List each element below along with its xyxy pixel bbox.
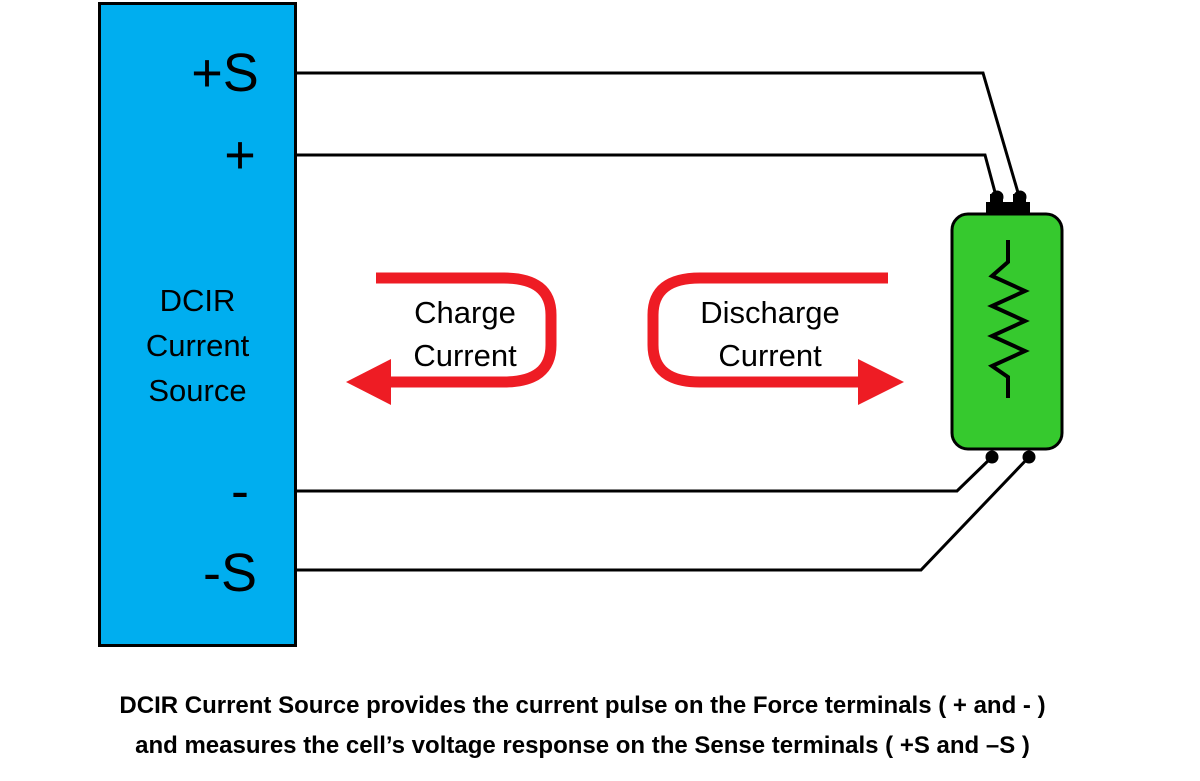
wire-plus-sense: [297, 71, 1021, 197]
terminal-label-plus-force: +: [224, 125, 256, 185]
discharge-label-line1: Discharge: [700, 295, 840, 330]
wire-plus-force: [297, 153, 998, 197]
source-name-line2: Current: [145, 328, 250, 363]
connection-dot-bottom-right: [1022, 450, 1036, 464]
wire-minus-sense: [297, 455, 1031, 572]
dcir-source-box: [98, 2, 297, 647]
charge-label-line1: Charge: [414, 295, 516, 330]
wire-minus-force: [297, 455, 994, 493]
caption-line1: DCIR Current Source provides the current…: [119, 692, 1046, 719]
charge-label-line2: Current: [413, 338, 517, 373]
charge-current-label: Charge Current: [375, 291, 555, 377]
caption-line2: and measures the cell’s voltage response…: [135, 732, 1030, 759]
discharge-arrowhead-right-icon: [858, 359, 904, 405]
terminal-label-minus-sense: -S: [203, 543, 257, 603]
source-name-line1: DCIR: [159, 283, 236, 318]
resistor-icon: [987, 240, 1030, 398]
discharge-current-label: Discharge Current: [665, 291, 875, 377]
terminal-label-minus-force: -: [231, 461, 249, 521]
charge-arrowhead-left-icon: [346, 359, 391, 405]
discharge-label-line2: Current: [718, 338, 822, 373]
cell-body: [950, 212, 1064, 451]
cell-terminal-cap: [986, 202, 1030, 214]
connection-dot-top-right: [1013, 190, 1027, 204]
connection-dot-bottom-left: [985, 450, 999, 464]
terminal-label-plus-sense: +S: [191, 43, 259, 103]
discharge-arrow-path: [647, 272, 888, 388]
connection-dot-top-left: [990, 190, 1004, 204]
charge-arrow-path: [376, 272, 557, 388]
caption: DCIR Current Source provides the current…: [0, 686, 1165, 766]
source-name-line3: Source: [148, 373, 247, 408]
source-name: DCIR Current Source: [98, 278, 297, 413]
